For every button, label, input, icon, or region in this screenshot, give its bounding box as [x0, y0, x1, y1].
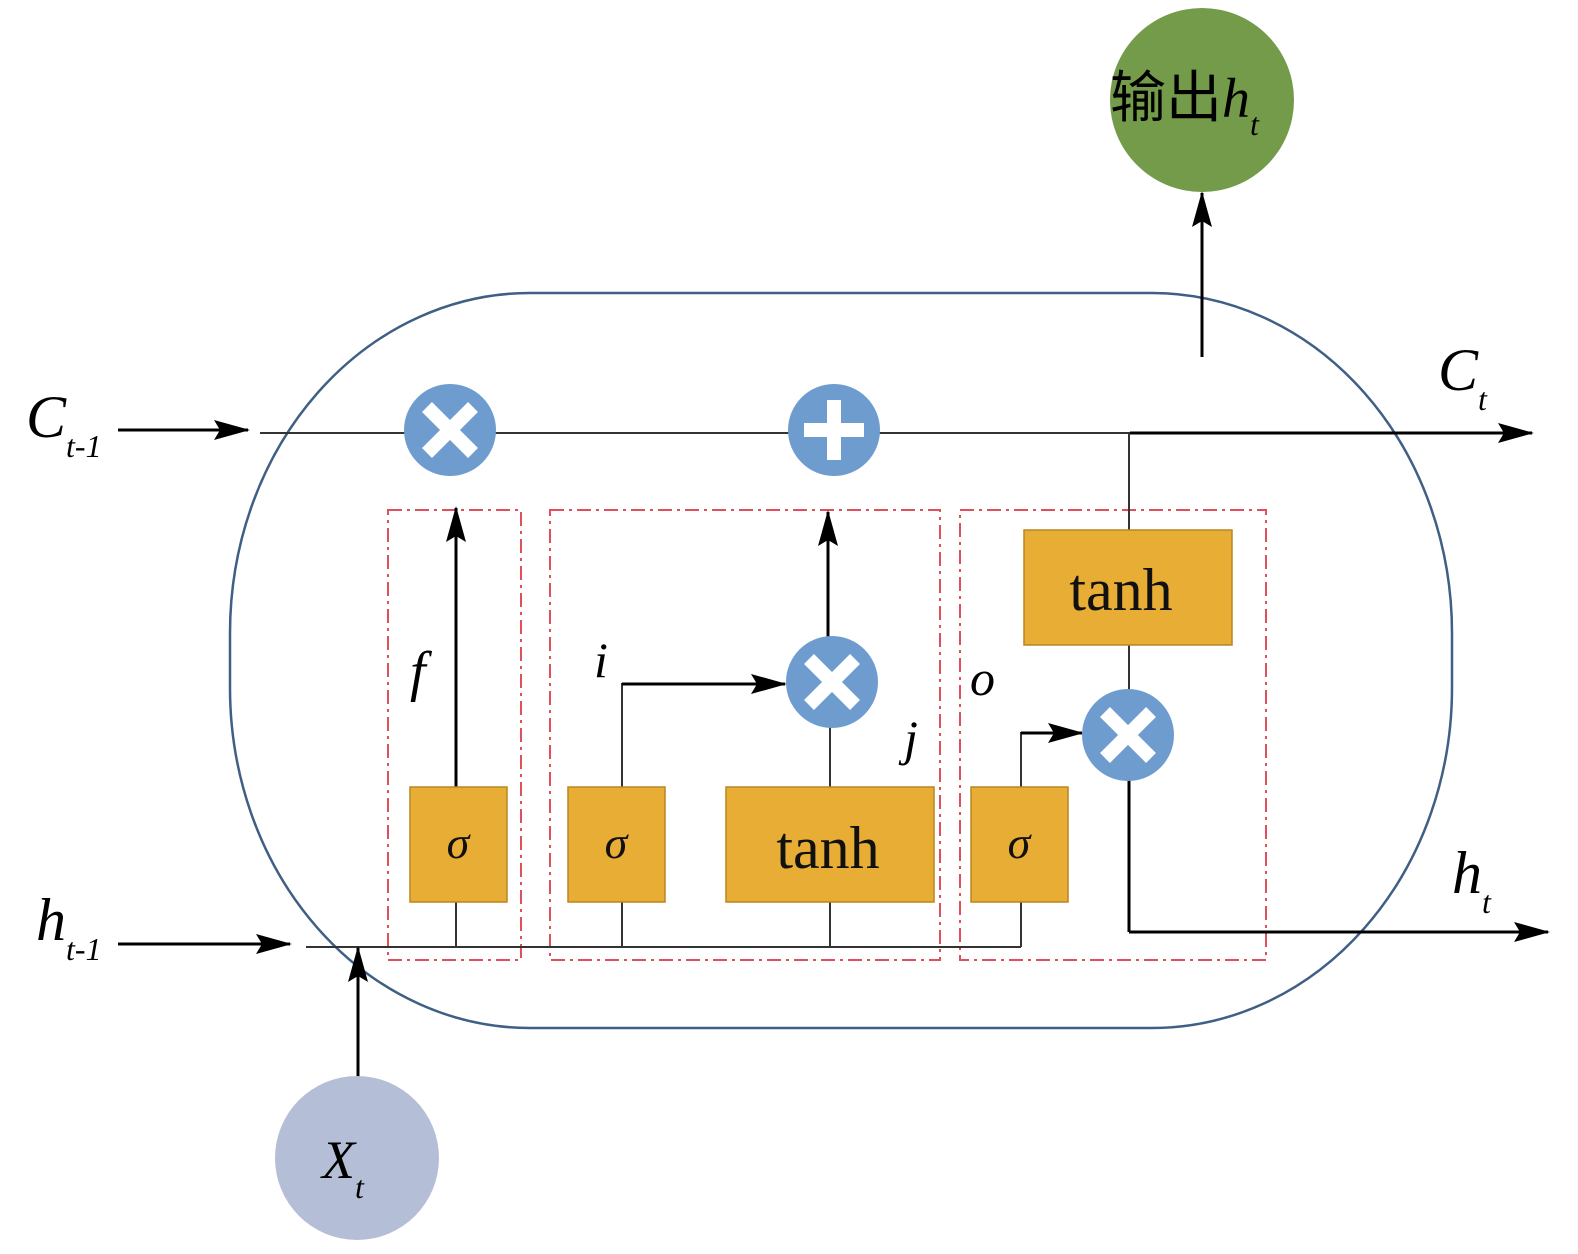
multiply-forget-icon — [404, 384, 496, 476]
h-t-label: ht — [1452, 840, 1492, 920]
tanh-candidate-box — [725, 786, 935, 903]
sigma-output-box — [970, 786, 1069, 903]
h-prev-label: ht-1 — [36, 887, 102, 967]
sigma-input-label: σ — [605, 817, 630, 868]
multiply-output-icon — [1082, 689, 1174, 781]
output-node — [1110, 8, 1294, 192]
add-cell-icon — [788, 384, 880, 476]
output-node-label: 输出ht — [1110, 68, 1260, 142]
multiply-input-icon — [786, 636, 878, 728]
input-gate-group — [549, 509, 941, 961]
sigma-output-label: σ — [1008, 817, 1033, 868]
c-t-label: Ct — [1438, 337, 1488, 417]
sigma-forget-label: σ — [447, 817, 472, 868]
tanh-candidate-label: tanh — [776, 815, 879, 881]
gate-f-label: f — [410, 641, 433, 703]
gate-j-label: j — [898, 710, 918, 766]
input-node-label: Xt — [320, 1130, 365, 1205]
gate-o-label: o — [970, 650, 995, 706]
sigma-input-box — [567, 786, 666, 903]
lstm-cell-boundary — [228, 291, 1454, 1030]
c-prev-label: Ct-1 — [26, 384, 102, 464]
tanh-cell-box — [1023, 529, 1233, 646]
gate-i-label: i — [594, 632, 608, 688]
tanh-cell-label: tanh — [1069, 557, 1172, 623]
input-node — [275, 1076, 439, 1240]
sigma-forget-box — [409, 786, 508, 903]
